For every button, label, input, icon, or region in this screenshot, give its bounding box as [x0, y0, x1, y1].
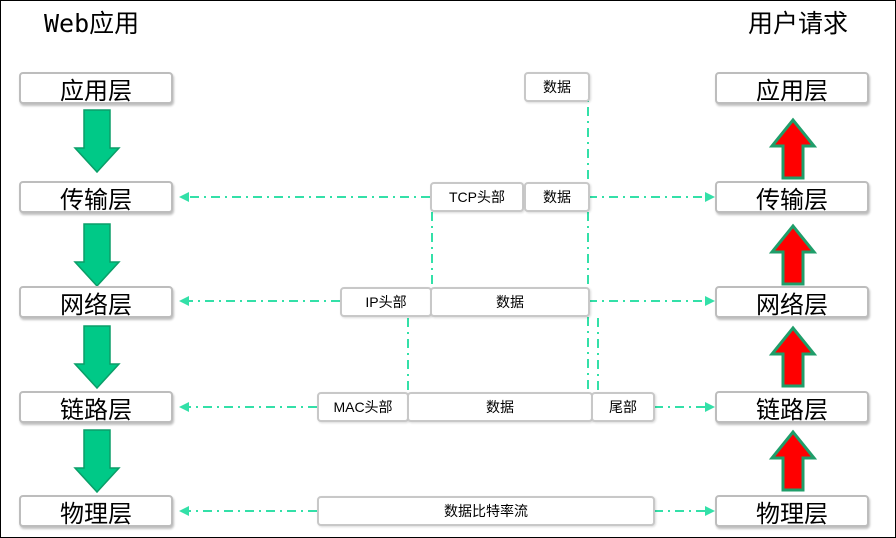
up-arrow-icon — [768, 325, 818, 388]
packet-link-header: MAC头部 — [317, 392, 409, 422]
right-layer-network: 网络层 — [715, 286, 869, 319]
packet-application-data: 数据 — [524, 72, 590, 102]
right-layer-transport: 传输层 — [715, 181, 869, 214]
right-layer-physical: 物理层 — [715, 495, 869, 528]
packet-network-data: 数据 — [430, 287, 590, 317]
left-layer-transport: 传输层 — [19, 181, 173, 214]
packet-link-trailer: 尾部 — [591, 392, 655, 422]
left-layer-link: 链路层 — [19, 391, 173, 424]
down-arrow-icon — [73, 429, 121, 494]
packet-physical-stream: 数据比特率流 — [317, 496, 655, 526]
left-layer-application: 应用层 — [19, 72, 173, 105]
packet-network-header: IP头部 — [340, 287, 432, 317]
left-layer-network: 网络层 — [19, 286, 173, 319]
right-layer-link: 链路层 — [715, 391, 869, 424]
up-arrow-icon — [768, 117, 818, 180]
right-title: 用户请求 — [748, 9, 849, 38]
packet-transport-data: 数据 — [524, 182, 590, 212]
right-layer-application: 应用层 — [715, 72, 869, 105]
down-arrow-icon — [73, 223, 121, 288]
left-title: Web应用 — [44, 9, 140, 38]
packet-transport-header: TCP头部 — [430, 182, 524, 212]
down-arrow-icon — [73, 109, 121, 174]
up-arrow-icon — [768, 429, 818, 492]
down-arrow-icon — [73, 325, 121, 390]
left-layer-physical: 物理层 — [19, 495, 173, 528]
up-arrow-icon — [768, 223, 818, 286]
packet-link-data: 数据 — [407, 392, 593, 422]
